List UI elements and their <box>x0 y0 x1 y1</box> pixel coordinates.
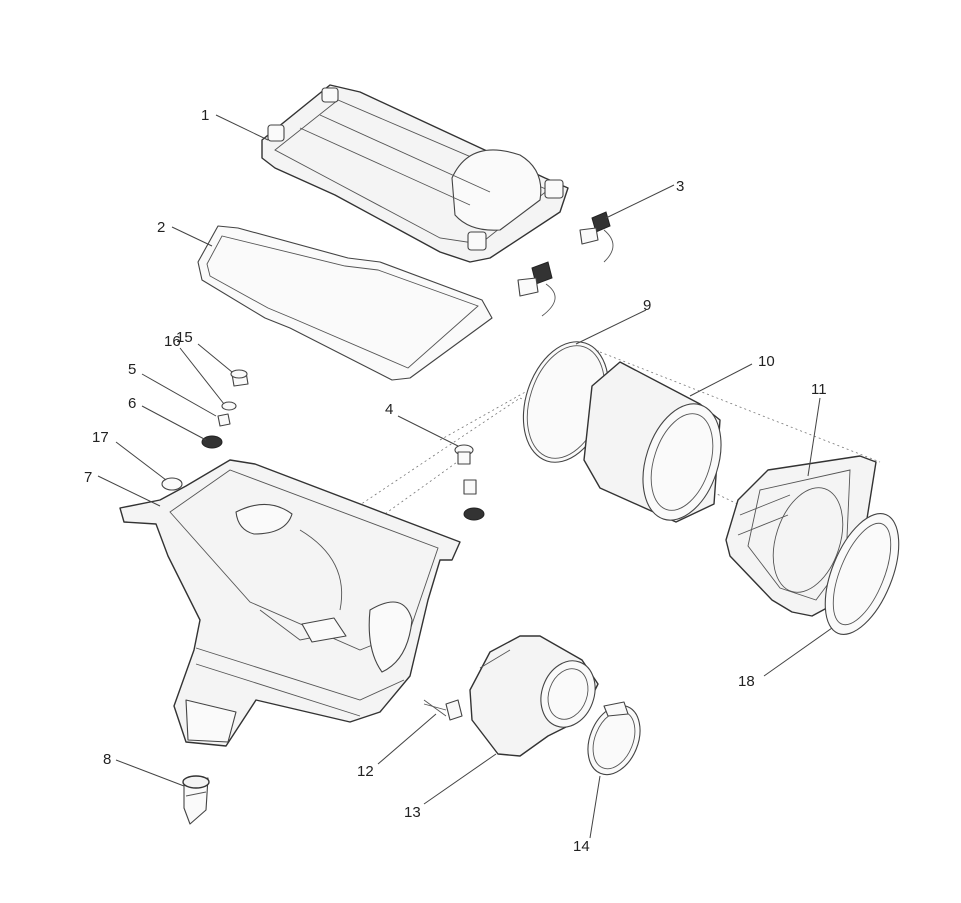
part-18-seal-ring <box>824 513 900 635</box>
part-7-airbox-body <box>119 459 461 747</box>
part-1-airbox-cover <box>261 84 569 263</box>
callout-5: 5 <box>128 361 136 378</box>
callout-16: 16 <box>164 333 181 350</box>
fastener-hardware <box>161 369 485 521</box>
callout-11: 11 <box>811 381 827 398</box>
callout-3: 3 <box>676 178 684 195</box>
callout-labels: 1 2 3 4 5 6 7 8 9 10 11 12 13 14 15 16 1… <box>84 107 827 855</box>
callout-8: 8 <box>103 751 111 768</box>
callout-15: 15 <box>176 329 193 346</box>
callout-17: 17 <box>92 429 109 446</box>
part-8-drain-plug <box>182 775 210 825</box>
callout-12: 12 <box>357 763 374 780</box>
part-13-intake-boot <box>469 635 599 757</box>
callout-1: 1 <box>201 107 209 124</box>
callout-13: 13 <box>404 804 421 821</box>
part-2-gasket <box>197 225 493 381</box>
leader-lines <box>97 114 833 839</box>
callout-9: 9 <box>643 297 651 314</box>
assembly-axis-lines <box>299 349 881 576</box>
part-3-clips <box>517 211 614 317</box>
part-14-clamp <box>587 701 641 776</box>
callout-7: 7 <box>84 469 92 486</box>
callout-14: 14 <box>573 838 590 855</box>
part-12-wing-bolt <box>423 699 463 721</box>
callout-18: 18 <box>738 673 755 690</box>
callout-6: 6 <box>128 395 136 412</box>
callout-10: 10 <box>758 353 775 370</box>
part-10-filter-element <box>583 361 722 523</box>
callout-4: 4 <box>385 401 393 418</box>
callout-2: 2 <box>157 219 165 236</box>
